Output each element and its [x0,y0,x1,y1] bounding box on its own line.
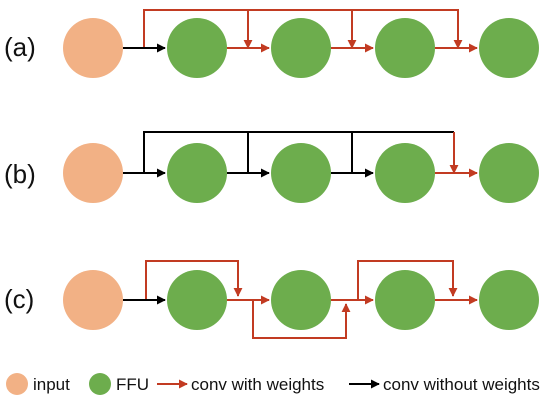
legend: input FFU conv with weights conv without… [6,373,540,395]
row-c-input-node [63,270,123,330]
row-c-ffu-node-1 [167,270,227,330]
row-c-ffu-node-3 [375,270,435,330]
row-c-ffu-node-2 [271,270,331,330]
row-b-ffu-node-4 [479,143,539,203]
row-b-input-node [63,143,123,203]
row-c-skip-1 [145,260,243,300]
row-a-ffu-node-2 [271,18,331,78]
row-b-ffu-node-3 [375,143,435,203]
row-a-ffu-node-1 [167,18,227,78]
row-c-label: (c) [4,284,34,314]
legend-input-swatch [6,373,28,395]
row-a: (a) [4,9,539,78]
row-a-input-node [63,18,123,78]
row-b-ffu-node-1 [167,143,227,203]
row-b-ffu-node-2 [271,143,331,203]
row-b-skip-tree [143,131,454,173]
row-b-label: (b) [4,159,36,189]
row-c: (c) [4,260,539,339]
row-a-ffu-node-3 [375,18,435,78]
row-a-label: (a) [4,32,36,62]
row-c-skip-3 [357,260,458,300]
row-c-skip-2 [252,300,351,339]
legend-ffu-swatch [89,373,111,395]
row-a-skip-outer [143,9,463,49]
legend-input-label: input [33,375,70,394]
row-a-ffu-node-4 [479,18,539,78]
legend-with-weights-label: conv with weights [191,375,324,394]
legend-without-weights-label: conv without weights [383,375,540,394]
legend-ffu-label: FFU [116,375,149,394]
row-c-ffu-node-4 [479,270,539,330]
row-b: (b) [4,131,539,203]
